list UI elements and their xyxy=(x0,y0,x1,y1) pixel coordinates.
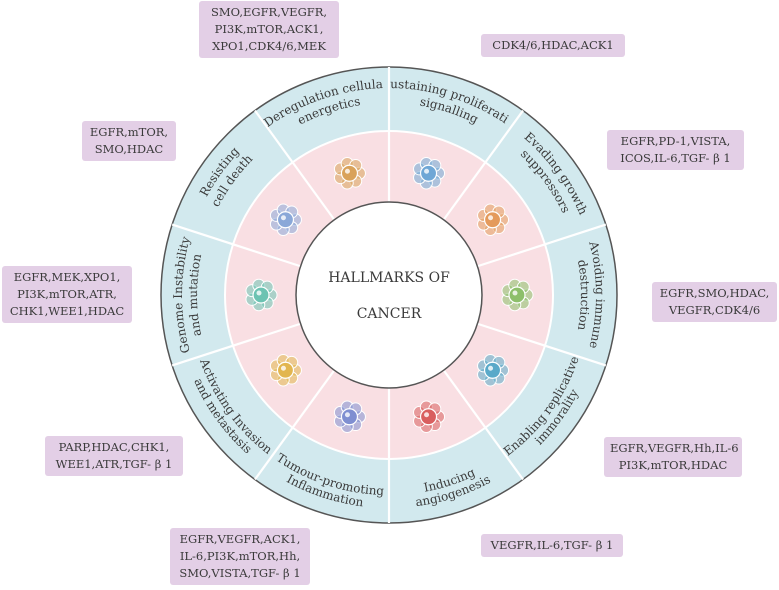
target-line: IL-6,PI3K,mTOR,Hh, xyxy=(179,549,301,563)
segment-divider xyxy=(477,223,607,268)
targets-box-enabling-replicative: EGFR,SMO,HDAC, VEGFR,CDK4/6 xyxy=(652,282,777,322)
targets-box-genome-instability: PARP,HDAC,CHK1, WEE1,ATR,TGF- β 1 xyxy=(45,436,183,476)
blood-vessel-icon xyxy=(413,400,446,433)
inflammation-cells-icon xyxy=(333,400,366,433)
target-line: SMO,EGFR,VEGFR, xyxy=(210,5,328,19)
target-line: PARP,HDAC,CHK1, xyxy=(58,440,170,454)
mitochondrion-icon xyxy=(333,157,366,190)
targets-box-sustaining-proliferative: SMO,EGFR,VEGFR, PI3K,mTOR,ACK1, XPO1,CDK… xyxy=(199,1,339,58)
target-line: PI3K,mTOR,ACK1, xyxy=(214,22,324,36)
target-line: PI3K,mTOR,ATR, xyxy=(17,287,117,301)
target-line: XPO1,CDK4/6,MEK xyxy=(212,39,326,53)
target-line: CDK4/6,HDAC,ACK1 xyxy=(492,38,614,52)
targets-box-deregulation-energetics: EGFR,mTOR, SMO,HDAC xyxy=(82,121,176,161)
invasion-tissue-icon xyxy=(269,353,302,387)
target-line: ICOS,IL-6,TGF- β 1 xyxy=(620,151,731,165)
segment-divider xyxy=(442,109,524,221)
cell-cluster-icon xyxy=(477,353,510,387)
target-line: EGFR,VEGFR,Hh,IL-6 xyxy=(610,441,739,455)
targets-box-activating-invasion: EGFR,VEGFR,ACK1, IL-6,PI3K,mTOR,Hh, SMO,… xyxy=(170,528,310,585)
target-line: PI3K,mTOR,HDAC xyxy=(618,458,728,472)
target-line: VEGFR,CDK4/6 xyxy=(668,303,761,317)
target-line: EGFR,MEK,XPO1, xyxy=(13,270,121,284)
neuron-cell-icon xyxy=(269,203,302,237)
target-line: EGFR,SMO,HDAC, xyxy=(659,286,770,300)
targets-box-tumour-promoting: VEGFR,IL-6,TGF- β 1 xyxy=(481,534,623,557)
immune-cell-icon xyxy=(501,278,534,312)
target-line: EGFR,VEGFR,ACK1, xyxy=(179,532,301,546)
center-title-line2: CANCER xyxy=(357,306,422,322)
segment-divider xyxy=(477,322,607,367)
segment-divider xyxy=(171,322,301,367)
dna-helix-icon xyxy=(245,278,278,312)
segment-divider xyxy=(171,223,301,268)
targets-box-resisting-cell-death: EGFR,MEK,XPO1, PI3K,mTOR,ATR, CHK1,WEE1,… xyxy=(2,266,132,323)
muscle-fiber-icon xyxy=(477,203,510,237)
hallmark-title-line1: Avoiding immune xyxy=(586,239,607,350)
hallmark-title-line2: and mutation xyxy=(186,252,204,337)
target-line: SMO,VISTA,TGF- β 1 xyxy=(179,566,301,580)
segment-divider xyxy=(254,369,336,481)
target-line: SMO,HDAC xyxy=(94,142,164,156)
target-line: VEGFR,IL-6,TGF- β 1 xyxy=(490,538,614,552)
hallmark-title-line2: destruction xyxy=(575,259,592,332)
target-line: WEE1,ATR,TGF- β 1 xyxy=(55,457,173,471)
segment-divider xyxy=(442,369,524,481)
targets-box-evading-growth: CDK4/6,HDAC,ACK1 xyxy=(481,34,625,57)
targets-box-avoiding-immune: EGFR,PD-1,VISTA, ICOS,IL-6,TGF- β 1 xyxy=(607,130,744,170)
target-line: EGFR,PD-1,VISTA, xyxy=(620,134,731,148)
synapse-signalling-icon xyxy=(413,157,446,190)
center-title-line1: HALLMARKS OF xyxy=(328,270,450,286)
targets-box-inducing-angiogenesis: EGFR,VEGFR,Hh,IL-6 PI3K,mTOR,HDAC xyxy=(604,437,742,477)
target-line: CHK1,WEE1,HDAC xyxy=(9,304,125,318)
segment-divider xyxy=(254,109,336,221)
center-circle xyxy=(295,201,483,389)
target-line: EGFR,mTOR, xyxy=(89,125,169,139)
